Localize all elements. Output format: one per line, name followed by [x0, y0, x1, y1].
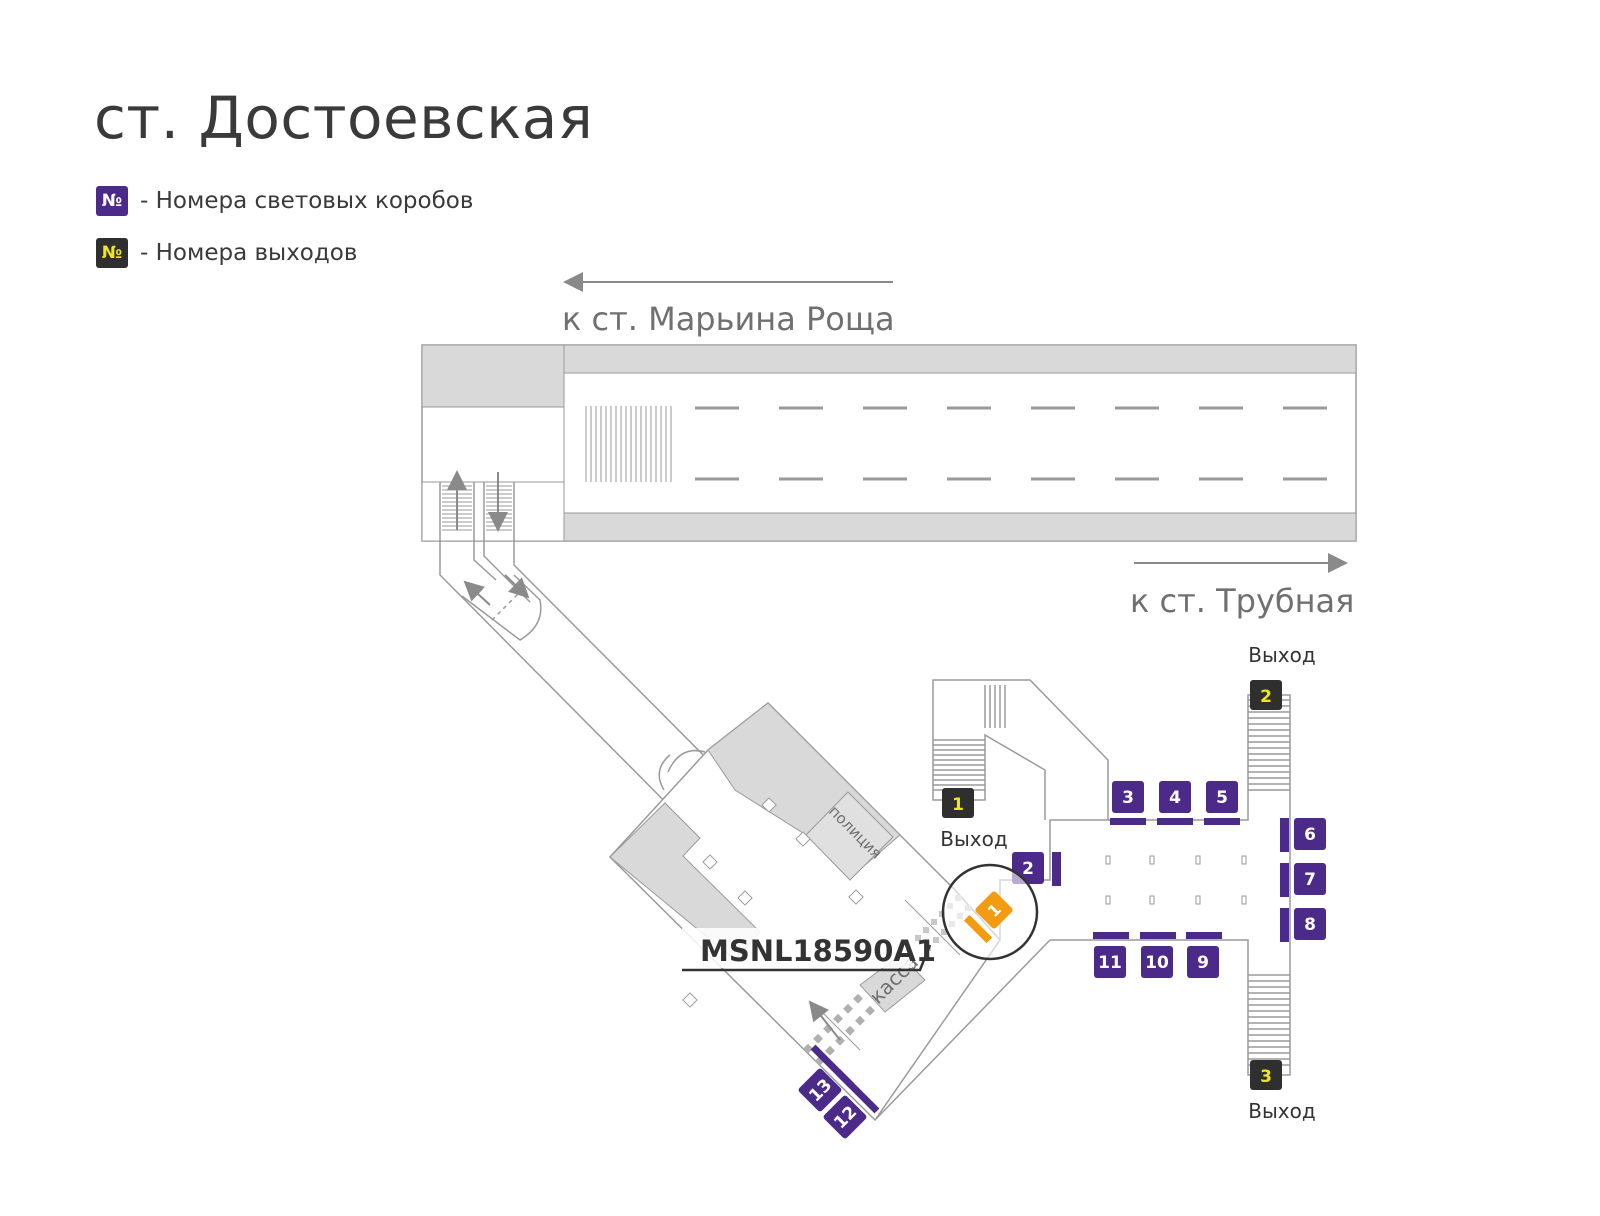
light-box-10: 10 [1140, 932, 1176, 978]
exit-number: 3 [1260, 1067, 1272, 1087]
exit-number: 2 [1260, 687, 1272, 707]
light-box-number: 3 [1122, 788, 1134, 808]
light-box-number: 11 [1098, 953, 1122, 973]
light-box-number: 5 [1216, 788, 1228, 808]
exit-label: Выход [1248, 643, 1315, 667]
hall-arrow [808, 1000, 841, 1041]
exit-lobby [874, 679, 1291, 1121]
light-box-5: 5 [1204, 781, 1240, 825]
tunnel-arrow-down [504, 574, 530, 599]
exit-label: Выход [1248, 1099, 1315, 1123]
light-box-number: 6 [1304, 825, 1316, 845]
light-box-number: 7 [1304, 870, 1316, 890]
tunnel-arrow-up [463, 580, 491, 606]
exit-number: 1 [952, 795, 964, 815]
light-box-number: 2 [1022, 859, 1034, 879]
legend-light-boxes: № - Номера световых коробов [96, 186, 473, 216]
light-box-6: 6 [1280, 818, 1326, 852]
vestibule-hall: полиция касса [608, 701, 1001, 1122]
light-box-9: 9 [1186, 932, 1222, 978]
direction-label-down: к ст. Трубная [1130, 582, 1354, 620]
light-box-7: 7 [1280, 863, 1326, 897]
station-title: ст. Достоевская [94, 84, 594, 152]
platform [421, 344, 1357, 542]
light-box-number: 9 [1197, 953, 1209, 973]
legend-exits: № - Номера выходов [96, 238, 357, 268]
exit-marker-2: 2 Выход [1248, 643, 1316, 710]
direction-label-up: к ст. Марьина Роща [562, 300, 895, 338]
light-box-legend-chip: № [96, 186, 128, 216]
light-box-number: 8 [1304, 915, 1316, 935]
exit-legend-chip: № [96, 238, 128, 268]
light-box-3: 3 [1110, 781, 1146, 825]
highlighted-box: 1 MSNL18590A1 [682, 863, 1039, 972]
exit-legend-label: - Номера выходов [140, 240, 358, 266]
exit-label: Выход [940, 827, 1007, 851]
light-box-legend-label: - Номера световых коробов [140, 188, 474, 214]
light-box-number: 4 [1169, 788, 1181, 808]
light-box-number: 10 [1145, 953, 1169, 973]
light-box-4: 4 [1157, 781, 1193, 825]
highlighted-box-code: MSNL18590A1 [700, 934, 936, 968]
light-box-13: 13 [798, 1044, 855, 1112]
light-box-11: 11 [1093, 932, 1129, 978]
light-box-8: 8 [1280, 908, 1326, 942]
